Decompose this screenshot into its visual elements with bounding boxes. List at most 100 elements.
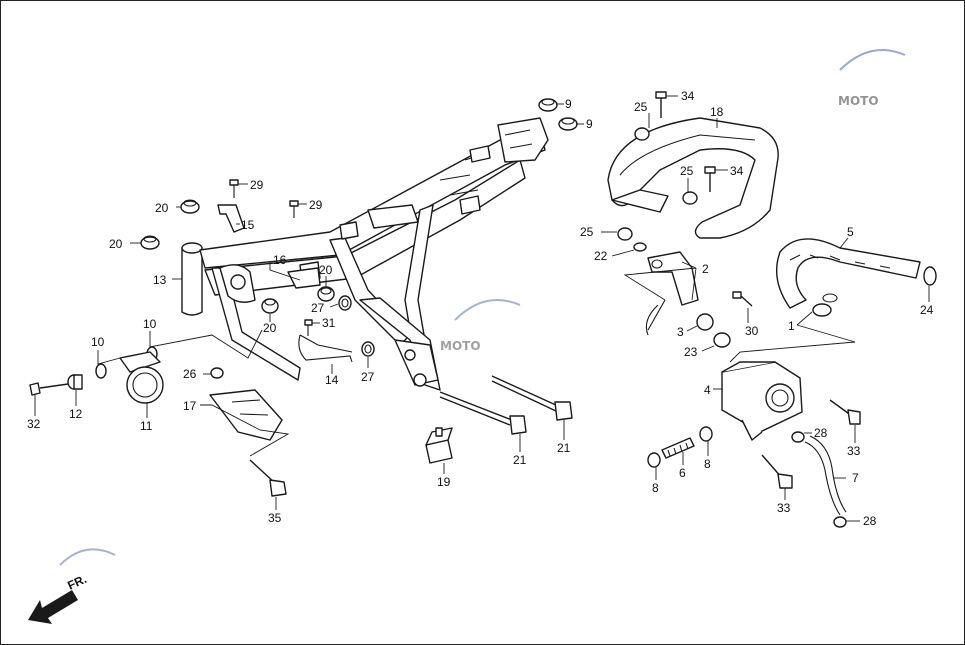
bolt-29-a bbox=[229, 179, 239, 198]
callout-26: 26 bbox=[183, 367, 197, 381]
callout-6: 6 bbox=[679, 466, 686, 480]
horn-11 bbox=[119, 351, 164, 404]
callout-22: 22 bbox=[594, 249, 608, 263]
callout-4: 4 bbox=[704, 383, 711, 397]
valve-4 bbox=[721, 361, 803, 441]
callout-21-a: 21 bbox=[513, 453, 527, 467]
callout-10-b: 10 bbox=[91, 335, 105, 349]
grab-rail-18 bbox=[607, 117, 779, 239]
callout-3: 3 bbox=[677, 325, 684, 339]
callout-24: 24 bbox=[920, 303, 934, 317]
callout-25-a: 25 bbox=[634, 100, 648, 114]
bolt-21-a bbox=[439, 391, 527, 435]
clamp-14 bbox=[298, 334, 353, 363]
bracket-16 bbox=[287, 267, 321, 289]
tube-7 bbox=[804, 435, 847, 516]
callout-16: 16 bbox=[273, 253, 287, 267]
bracket-15 bbox=[217, 204, 245, 233]
callout-30: 30 bbox=[745, 324, 759, 338]
callout-21-b: 21 bbox=[557, 441, 571, 455]
clamp-8-a bbox=[647, 452, 661, 468]
callout-25-b: 25 bbox=[680, 164, 694, 178]
collar-23 bbox=[713, 332, 731, 348]
collar-12 bbox=[67, 374, 83, 390]
clamp-28-a bbox=[791, 431, 805, 443]
bracket-17 bbox=[209, 389, 283, 441]
bolt-33-a bbox=[829, 399, 861, 425]
filter-6 bbox=[661, 437, 695, 459]
callout-14: 14 bbox=[325, 373, 339, 387]
callout-11: 11 bbox=[140, 419, 153, 433]
callout-20-b: 20 bbox=[109, 237, 123, 251]
bolt-33-b bbox=[761, 454, 793, 489]
callout-31: 31 bbox=[322, 316, 336, 330]
callout-32: 32 bbox=[27, 417, 41, 431]
callout-34-a: 34 bbox=[681, 89, 695, 103]
callout-17: 17 bbox=[183, 399, 197, 413]
watermark-center: MOTO bbox=[440, 299, 521, 353]
washer-10-b bbox=[95, 363, 107, 379]
callout-28-a: 28 bbox=[814, 426, 828, 440]
callout-33-b: 33 bbox=[777, 501, 791, 515]
callout-1: 1 bbox=[788, 319, 795, 333]
callout-2: 2 bbox=[702, 262, 709, 276]
cap-9-b bbox=[558, 117, 578, 131]
callout-10-a: 10 bbox=[143, 317, 157, 331]
callout-33-a: 33 bbox=[847, 444, 861, 458]
callout-9-a: 9 bbox=[565, 97, 572, 111]
cap-9-a bbox=[538, 98, 558, 112]
bolt-34-a bbox=[655, 91, 667, 118]
callout-7: 7 bbox=[852, 471, 859, 485]
clamp-28-b bbox=[833, 516, 847, 528]
leader-lines bbox=[34, 95, 930, 522]
collar-27-b bbox=[361, 341, 375, 357]
svg-text:MOTO: MOTO bbox=[440, 339, 481, 353]
rubber-block-19 bbox=[425, 427, 453, 464]
callout-27-a: 27 bbox=[311, 301, 325, 315]
nut-25-c bbox=[617, 227, 633, 241]
front-direction-label: FR. bbox=[65, 572, 88, 593]
grommet-3 bbox=[696, 313, 714, 331]
callout-18: 18 bbox=[710, 105, 724, 119]
bolt-35 bbox=[249, 459, 287, 497]
grommet-20-b bbox=[140, 235, 160, 250]
front-direction-indicator: FR. bbox=[28, 572, 89, 624]
washer-22 bbox=[633, 242, 647, 252]
bolt-30 bbox=[732, 291, 753, 307]
front-arrow-icon bbox=[28, 590, 78, 624]
callout-5: 5 bbox=[847, 225, 854, 239]
bolt-29-b bbox=[289, 200, 299, 218]
callout-20-c: 20 bbox=[319, 263, 333, 277]
callout-34-b: 34 bbox=[730, 164, 744, 178]
callout-35: 35 bbox=[268, 511, 282, 525]
collar-27-a bbox=[338, 295, 352, 311]
callout-28-b: 28 bbox=[863, 514, 877, 528]
callout-27-b: 27 bbox=[361, 370, 375, 384]
callout-13: 13 bbox=[153, 273, 167, 287]
grommet-20-a bbox=[180, 199, 200, 214]
watermark-top-right: MOTO bbox=[838, 49, 906, 108]
bolt-31 bbox=[304, 319, 313, 336]
bolt-21-b bbox=[491, 375, 573, 421]
callout-29-b: 29 bbox=[309, 198, 323, 212]
nut-25-a bbox=[634, 127, 650, 141]
watermark-bottom-left bbox=[59, 548, 116, 566]
callout-25-c: 25 bbox=[580, 225, 594, 239]
hose-5 bbox=[776, 238, 921, 309]
callout-8-b: 8 bbox=[704, 457, 711, 471]
callout-9-b: 9 bbox=[586, 117, 593, 131]
callout-20-a: 20 bbox=[155, 201, 169, 215]
callout-labels: 9 9 25 34 18 25 34 29 20 15 29 20 13 16 … bbox=[27, 89, 934, 528]
clamp-1 bbox=[812, 303, 832, 317]
bolt-34-b bbox=[704, 166, 716, 192]
callout-12: 12 bbox=[69, 407, 83, 421]
callout-8-a: 8 bbox=[652, 481, 659, 495]
callout-20-d: 20 bbox=[263, 321, 277, 335]
callout-29-a: 29 bbox=[250, 178, 264, 192]
clip-24 bbox=[923, 266, 937, 286]
bolt-32 bbox=[29, 382, 69, 396]
callout-23: 23 bbox=[684, 345, 698, 359]
grommet-20-d bbox=[261, 298, 279, 314]
